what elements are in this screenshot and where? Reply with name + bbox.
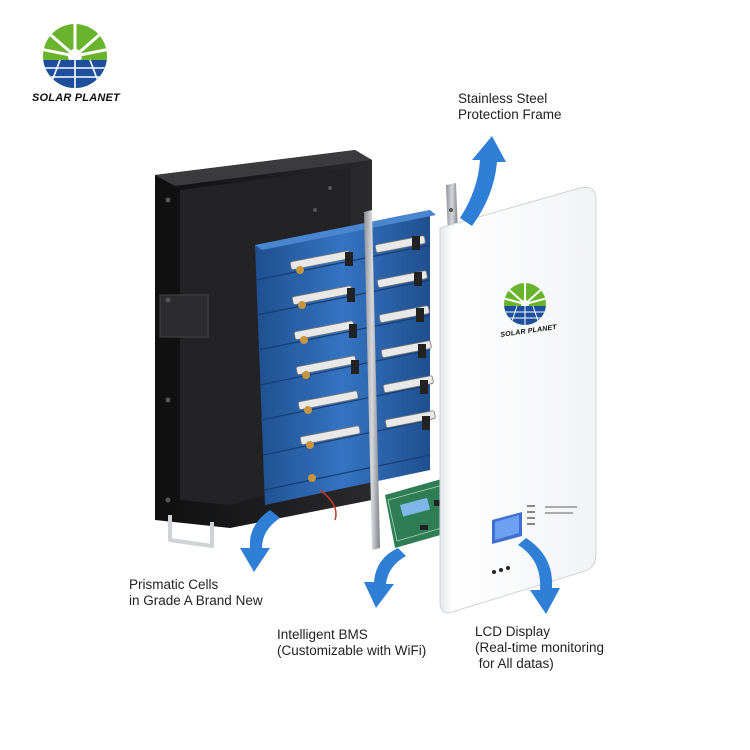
callout-lcd-line3: for All datas) xyxy=(475,656,554,671)
callout-frame-line1: Stainless Steel xyxy=(458,91,548,106)
front-cover-panel xyxy=(439,186,597,614)
brand-name: SOLAR PLANET xyxy=(32,92,120,104)
callout-bms-line2: (Customizable with WiFi) xyxy=(277,643,427,658)
solar-planet-logo-icon xyxy=(43,24,107,88)
callout-bms: Intelligent BMS (Customizable with WiFi) xyxy=(277,627,426,659)
brand-logo: SOLAR PLANET xyxy=(30,22,120,104)
callout-frame-line2: Protection Frame xyxy=(458,107,562,122)
callout-lcd-line1: LCD Display xyxy=(475,624,551,639)
callout-cells-line2: in Grade A Brand New xyxy=(129,593,263,608)
callout-frame: Stainless Steel Protection Frame xyxy=(458,91,562,123)
callout-cells-line1: Prismatic Cells xyxy=(129,577,219,592)
callout-cells: Prismatic Cells in Grade A Brand New xyxy=(129,577,263,609)
arrow-icon xyxy=(240,136,560,614)
callout-bms-line1: Intelligent BMS xyxy=(277,627,368,642)
callout-lcd-line2: (Real-time monitoring xyxy=(475,640,605,655)
prismatic-cells xyxy=(255,210,436,521)
callout-lcd: LCD Display (Real-time monitoring for Al… xyxy=(475,624,604,672)
